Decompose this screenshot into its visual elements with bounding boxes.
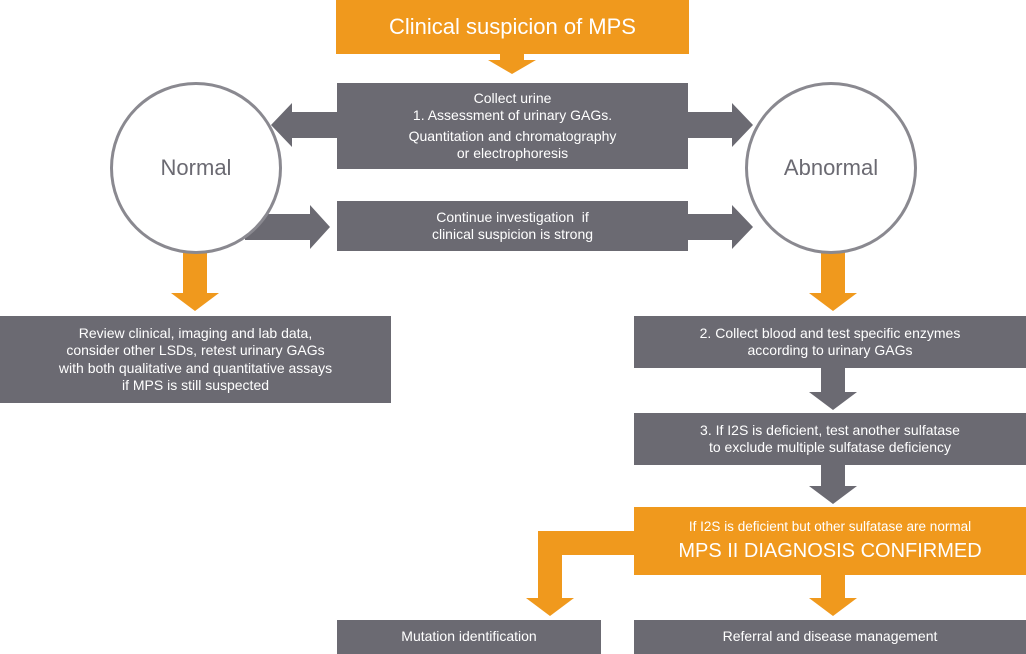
collect-blood-box: 2. Collect blood and test specific enzym… <box>634 316 1026 368</box>
collect-urine-line-1: Collect urine <box>473 90 552 107</box>
collect-urine-line-2: 1. Assessment of urinary GAGs. <box>412 107 613 124</box>
continue-investigation-box: Continue investigation if clinical suspi… <box>337 201 688 251</box>
diagnosis-condition: If I2S is deficient but other sulfatase … <box>688 519 972 535</box>
arrow-urine-to-normal <box>271 103 338 147</box>
arrow-urine-to-abnormal <box>688 103 753 147</box>
arrow-diagnosis-to-referral <box>809 575 857 616</box>
mutation-label: Mutation identification <box>401 628 537 645</box>
referral-box: Referral and disease management <box>634 620 1026 654</box>
arrow-diagnosis-to-mutation <box>526 531 636 616</box>
referral-label: Referral and disease management <box>722 628 938 645</box>
collect-blood-line-2: according to urinary GAGs <box>747 342 913 358</box>
arrow-continue-to-abnormal <box>688 205 753 249</box>
arrow-abnormal-to-blood <box>809 252 857 311</box>
continue-line-2: clinical suspicion is strong <box>431 226 594 242</box>
arrow-sulfatase-to-diagnosis <box>809 465 857 504</box>
diagnosis-box: If I2S is deficient but other sulfatase … <box>634 507 1026 575</box>
arrow-normal-to-review <box>171 252 219 311</box>
abnormal-circle: Abnormal <box>745 82 917 254</box>
collect-urine-box: Collect urine 1. Assessment of urinary G… <box>337 83 688 169</box>
abnormal-label: Abnormal <box>783 155 879 180</box>
diagnosis-headline: MPS II DIAGNOSIS CONFIRMED <box>678 539 982 562</box>
sulfatase-line-2: to exclude multiple sulfatase deficiency <box>708 439 952 455</box>
normal-label: Normal <box>160 155 232 180</box>
review-line-3: with both qualitative and quantitative a… <box>58 359 333 376</box>
continue-line-1: Continue investigation if <box>436 208 589 225</box>
review-line-4: if MPS is still suspected <box>121 376 270 393</box>
collect-blood-line-1: 2. Collect blood and test specific enzym… <box>699 324 961 341</box>
review-line-2: consider other LSDs, retest urinary GAGs <box>66 342 325 359</box>
mutation-identification-box: Mutation identification <box>337 620 601 654</box>
review-box: Review clinical, imaging and lab data, c… <box>0 316 391 403</box>
arrow-blood-to-sulfatase <box>809 368 857 410</box>
arrow-title-to-urine <box>488 54 536 74</box>
sulfatase-test-box: 3. If I2S is deficient, test another sul… <box>634 413 1026 465</box>
review-line-1: Review clinical, imaging and lab data, <box>78 325 313 342</box>
collect-urine-line-3: Quantitation and chromatography <box>408 127 617 144</box>
title-box: Clinical suspicion of MPS <box>336 0 689 54</box>
sulfatase-line-1: 3. If I2S is deficient, test another sul… <box>700 421 960 438</box>
collect-urine-line-4: or electrophoresis <box>456 144 569 161</box>
title-text: Clinical suspicion of MPS <box>389 13 636 39</box>
normal-circle: Normal <box>110 82 282 254</box>
